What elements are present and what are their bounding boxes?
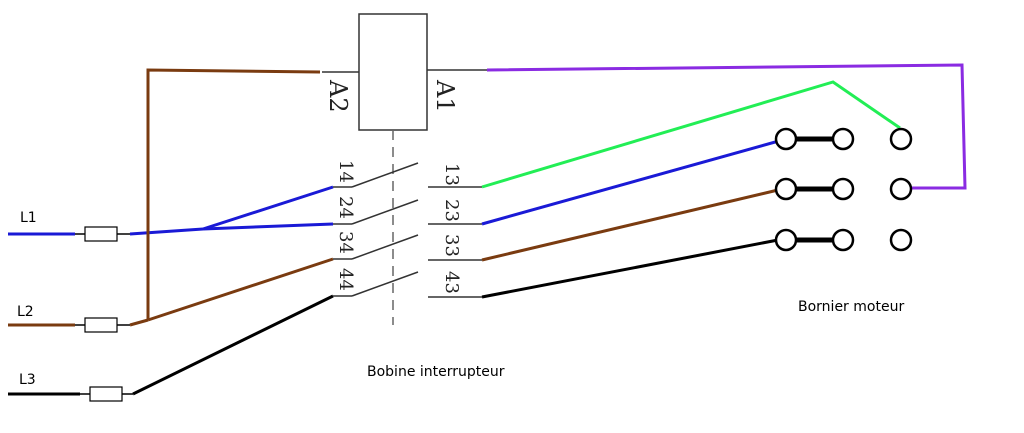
terminal-block <box>774 127 913 252</box>
label-l1: L1 <box>20 210 37 226</box>
wire-l1-to-24 <box>202 222 334 231</box>
caption-terminal-block: Bornier moteur <box>798 299 904 315</box>
supply-l3 <box>8 386 133 402</box>
terminal-u2 <box>831 127 855 151</box>
terminal-w3 <box>889 228 913 252</box>
coil-label-a1: A1 <box>431 79 459 113</box>
contact-num-44: 44 <box>335 268 356 291</box>
label-l3: L3 <box>19 372 36 388</box>
contact-num-23: 23 <box>441 199 462 222</box>
terminal-w2 <box>831 228 855 252</box>
wire-33-to-v <box>481 188 779 262</box>
label-l2: L2 <box>17 304 34 320</box>
contact-num-34: 34 <box>335 231 356 254</box>
contact-num-14: 14 <box>335 160 356 183</box>
terminal-u1 <box>774 127 798 151</box>
wire-l2-to-a2 <box>146 68 321 320</box>
supply-l2 <box>8 317 130 333</box>
wire-23-to-u <box>481 137 787 226</box>
fuse-l1 <box>84 226 118 242</box>
coil-label-a2: A2 <box>324 79 352 113</box>
terminal-v2 <box>831 177 855 201</box>
contact-num-13: 13 <box>441 163 462 186</box>
contact-4 <box>333 271 482 298</box>
contact-num-33: 33 <box>441 234 462 257</box>
wire-l2-to-34 <box>147 257 334 322</box>
fuse-l3 <box>89 386 123 402</box>
wire-l1-to-14 <box>202 185 334 231</box>
wire-l3-to-44 <box>132 294 334 396</box>
terminal-v1 <box>774 177 798 201</box>
coil-body <box>358 13 428 131</box>
contact-num-24: 24 <box>335 196 356 219</box>
contact-3 <box>333 234 482 261</box>
terminal-v3 <box>889 177 913 201</box>
terminal-w1 <box>774 228 798 252</box>
caption-coil: Bobine interrupteur <box>367 364 505 380</box>
wire-43-to-w <box>481 238 779 299</box>
supply-l1 <box>8 226 204 242</box>
contact-2 <box>333 199 482 225</box>
wire-a1-return <box>486 63 967 190</box>
fuse-l2 <box>84 317 118 333</box>
wire-13-control <box>481 80 901 189</box>
contact-1 <box>333 162 482 188</box>
coil: A2 A1 <box>322 13 487 131</box>
contact-num-43: 43 <box>441 271 462 294</box>
terminal-u3 <box>889 127 913 151</box>
